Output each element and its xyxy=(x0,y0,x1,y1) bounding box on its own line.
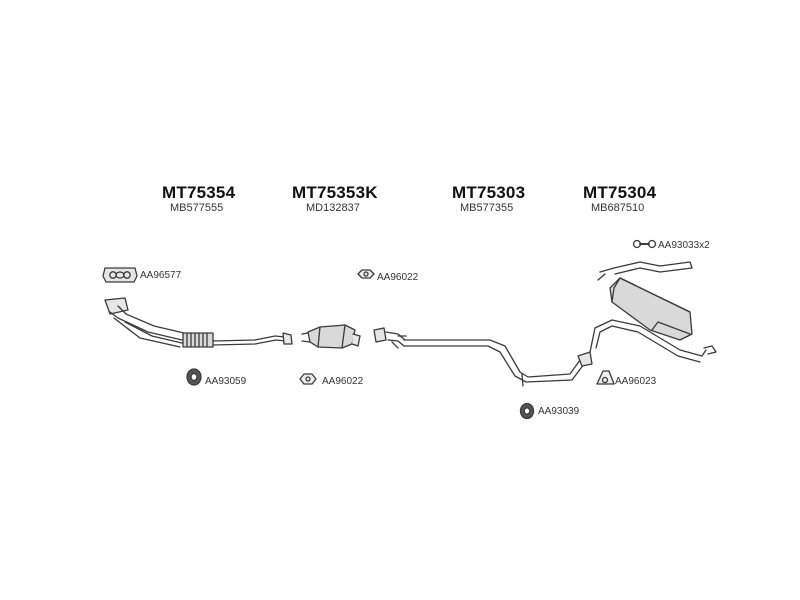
accessory-label-gasket-upper: AA96022 xyxy=(377,272,419,283)
gasket-upper-icon xyxy=(357,269,375,279)
front-pipe-drawing xyxy=(104,297,293,348)
catalyst-drawing xyxy=(301,324,361,349)
middle-pipe-drawing xyxy=(373,327,593,387)
accessory-label-gasket-lower: AA96022 xyxy=(322,376,364,387)
part-reference-catalyst: MD132837 xyxy=(306,202,360,214)
part-number-catalyst: MT75353K xyxy=(292,183,378,202)
accessory-label-front-gasket: AA96577 xyxy=(140,270,182,281)
part-number-front-pipe: MT75354 xyxy=(162,183,236,202)
accessory-label-rear-gasket: AA96023 xyxy=(615,376,657,387)
part-reference-front-pipe: MB577555 xyxy=(170,202,224,214)
part-number-middle-pipe: MT75303 xyxy=(452,183,526,202)
rubber-hanger-icon xyxy=(632,239,657,249)
rear-silencer-drawing xyxy=(589,261,717,363)
accessory-label-mounting-ring-front: AA93059 xyxy=(205,376,247,387)
rear-gasket-icon xyxy=(596,370,615,385)
part-reference-rear-silencer: MB687510 xyxy=(591,202,645,214)
mounting-ring-middle-icon xyxy=(519,402,535,420)
accessory-label-rubber-hanger: AA93033x2 xyxy=(658,240,710,251)
front-gasket-icon xyxy=(102,267,138,283)
part-reference-middle-pipe: MB577355 xyxy=(460,202,514,214)
accessory-label-mounting-ring-middle: AA93039 xyxy=(538,406,580,417)
part-number-rear-silencer: MT75304 xyxy=(583,183,657,202)
mounting-ring-front-icon xyxy=(186,368,202,386)
gasket-lower-icon xyxy=(299,373,317,385)
